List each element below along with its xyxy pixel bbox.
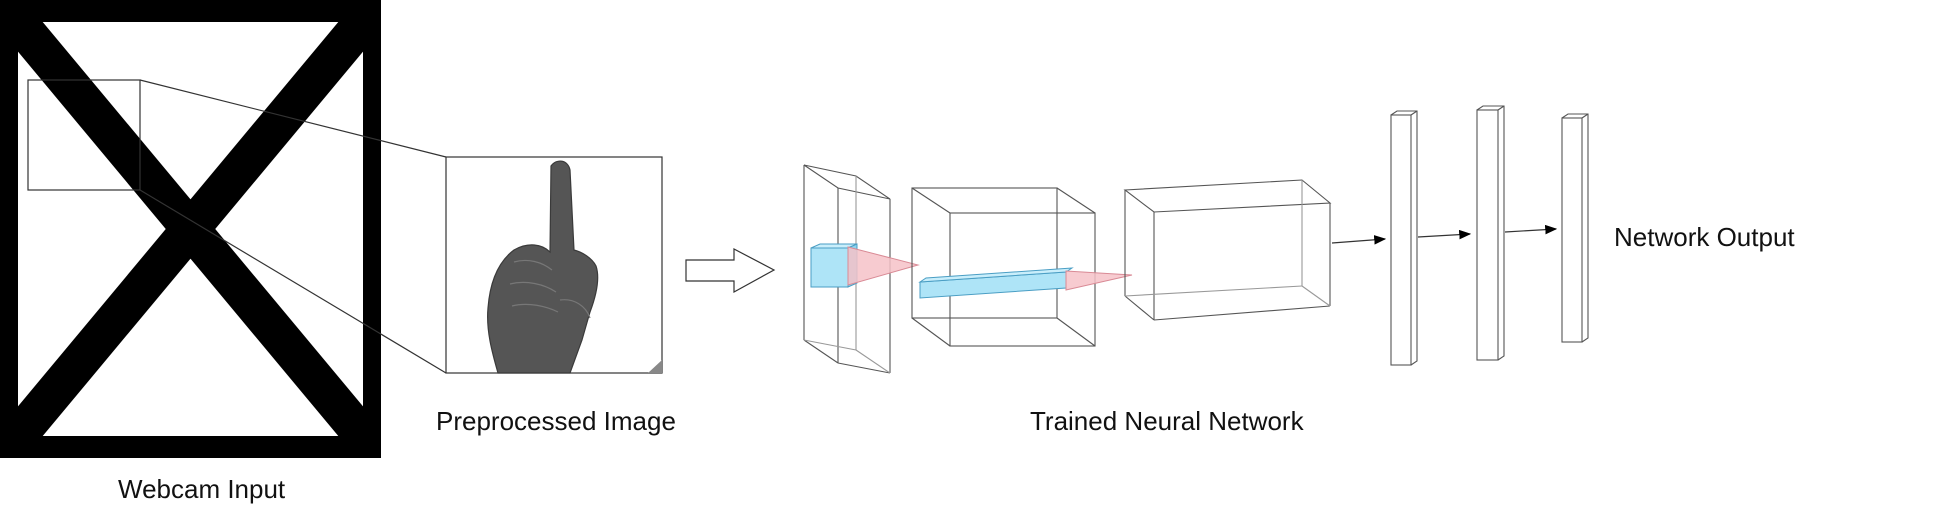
kernel-projection-1: [847, 246, 920, 286]
crop-region: [27, 79, 141, 191]
fc-layer-1: [1390, 110, 1418, 366]
arrow-right-icon: [685, 248, 776, 294]
connector-arrow-2: [1417, 229, 1472, 240]
webcam-input-frame: [0, 0, 381, 458]
network-output-label: Network Output: [1614, 222, 1795, 252]
fc-layer-3: [1561, 113, 1589, 343]
conv-layer-3: [1123, 179, 1332, 321]
neural-network-label: Trained Neural Network: [1030, 406, 1304, 436]
kernel-projection-2: [1065, 270, 1133, 291]
crop-projection-lines: [139, 79, 447, 374]
hand-pointing-up-icon: [487, 160, 599, 374]
preprocessed-image: [445, 156, 663, 374]
conv-kernel-2: [918, 267, 1074, 299]
conv-layer-2: [911, 187, 1096, 347]
connector-arrow-1: [1331, 235, 1387, 245]
webcam-input-label: Webcam Input: [118, 474, 286, 504]
fc-layer-2: [1476, 105, 1505, 361]
preprocessed-image-label: Preprocessed Image: [436, 406, 676, 436]
connector-arrow-3: [1504, 224, 1558, 235]
